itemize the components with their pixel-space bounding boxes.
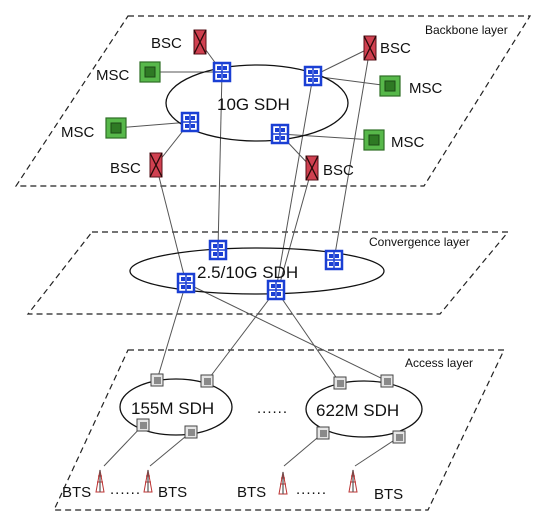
- bts-label: BTS: [158, 484, 187, 501]
- convergence-sdh-node: [176, 272, 196, 294]
- access-node: [200, 374, 214, 388]
- bsc-node: [363, 35, 377, 61]
- msc-label: MSC: [96, 67, 130, 84]
- backbone-layer-plane: [14, 15, 532, 187]
- access-rings-ellipsis: ......: [257, 400, 288, 417]
- bts-label: BTS: [237, 484, 266, 501]
- convergence-sdh-node: [266, 279, 286, 301]
- links: [103, 41, 400, 467]
- bsc-label: BSC: [110, 160, 141, 177]
- bsc-node: [193, 29, 207, 55]
- backbone-sdh-node: [303, 65, 323, 87]
- access-ring-155m: [119, 378, 233, 436]
- access-ring-622m: [305, 380, 423, 438]
- access-node: [333, 376, 347, 390]
- access-node: [380, 374, 394, 388]
- convergence-ring-label: 2.5/10G SDH: [197, 263, 298, 282]
- convergence-sdh-node: [324, 249, 344, 271]
- msc-node: [379, 75, 401, 97]
- bts-label: BTS: [62, 484, 91, 501]
- access-node: [136, 418, 150, 432]
- bts-tower-icon: [348, 469, 358, 493]
- convergence-layer-label: Convergence layer: [369, 235, 470, 249]
- msc-label: MSC: [61, 124, 95, 141]
- backbone-sdh-node: [180, 111, 200, 133]
- bsc-node: [305, 155, 319, 181]
- access-node: [316, 426, 330, 440]
- msc-node: [139, 61, 161, 83]
- msc-label: MSC: [391, 134, 425, 151]
- bts-label: BTS: [374, 486, 403, 503]
- access-layer-plane: [53, 349, 505, 511]
- bts-tower-icon: [143, 469, 153, 493]
- backbone-ring: [165, 64, 349, 142]
- msc-node: [105, 117, 127, 139]
- convergence-sdh-node: [208, 239, 228, 261]
- access-node: [184, 425, 198, 439]
- msc-node: [363, 129, 385, 151]
- backbone-ring-label: 10G SDH: [217, 95, 290, 114]
- backbone-sdh-node: [212, 61, 232, 83]
- bts-tower-icon: [95, 469, 105, 493]
- convergence-ring: [129, 247, 385, 295]
- bts-ellipsis: ......: [110, 481, 141, 498]
- bsc-label: BSC: [380, 40, 411, 57]
- backbone-sdh-node: [270, 123, 290, 145]
- msc-label: MSC: [409, 80, 443, 97]
- access-ring-155m-label: 155M SDH: [131, 399, 214, 418]
- bsc-label: BSC: [151, 35, 182, 52]
- access-layer-label: Access layer: [405, 356, 473, 370]
- access-node: [150, 373, 164, 387]
- backbone-layer-label: Backbone layer: [425, 23, 508, 37]
- convergence-layer-plane: [26, 231, 510, 315]
- access-node: [392, 430, 406, 444]
- access-ring-622m-label: 622M SDH: [316, 401, 399, 420]
- bts-tower-icon: [278, 471, 288, 495]
- bsc-label: BSC: [323, 162, 354, 179]
- bts-ellipsis: ......: [296, 481, 327, 498]
- bsc-node: [149, 152, 163, 178]
